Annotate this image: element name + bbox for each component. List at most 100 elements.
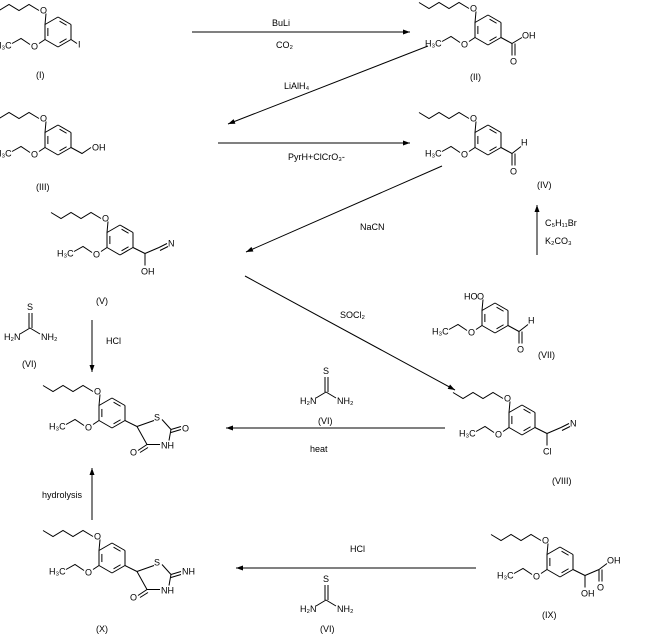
sulfur-atom: S <box>323 366 329 376</box>
ring-double-bond <box>561 550 569 556</box>
bond <box>92 565 100 570</box>
compound-label: (II) <box>470 72 481 82</box>
ring-bond <box>474 37 489 46</box>
oxygen-atom: O <box>510 57 517 67</box>
ethyl-chain <box>513 567 533 575</box>
hydrogen-atom: H <box>521 138 528 148</box>
bond <box>38 147 46 152</box>
reagent-label: BuLi <box>272 18 290 28</box>
hydroxyl-group: OH <box>607 556 621 566</box>
pentyl-chain <box>50 211 102 220</box>
ring-bond <box>487 124 502 133</box>
bond <box>540 569 548 574</box>
oxygen-atom: O <box>468 328 475 338</box>
bond <box>161 564 172 575</box>
oxygen-atom: O <box>94 532 101 542</box>
bond <box>139 592 149 598</box>
oxygen-atom: O <box>85 423 92 433</box>
bond <box>137 589 148 596</box>
bond <box>468 37 476 42</box>
bond <box>170 574 182 578</box>
amino-group: NH₂ <box>337 604 354 614</box>
methyl-group: H₃C <box>0 41 12 51</box>
oxygen-atom: O <box>40 6 47 16</box>
methyl-group: H₃C <box>57 249 74 259</box>
ring-bond <box>119 247 134 256</box>
compound-I: OOH₃CI(I) <box>0 3 81 80</box>
ring-double-bond <box>496 306 504 312</box>
methyl-group: H₃C <box>49 567 66 577</box>
reagent-label: HCl <box>106 336 121 346</box>
bond <box>38 39 46 44</box>
bond <box>546 543 549 555</box>
arrowhead-icon <box>403 29 410 35</box>
compound-label: (IV) <box>537 180 552 190</box>
ethyl-chain <box>475 425 495 433</box>
pentyl-chain <box>418 1 470 10</box>
arrowhead-icon <box>447 384 455 390</box>
ring-double-bond <box>59 20 67 26</box>
ethyl-chain <box>65 563 85 571</box>
arrowhead-icon <box>89 468 95 475</box>
nh-group: NH <box>161 586 174 596</box>
arrowhead-icon <box>89 365 95 372</box>
ring-double-bond <box>561 568 569 574</box>
bond <box>511 37 523 44</box>
ring-bond <box>559 546 574 555</box>
ring-bond <box>98 397 113 406</box>
oxygen-atom: O <box>542 536 549 546</box>
nitrile-nitrogen: N <box>570 419 577 429</box>
bond <box>44 121 47 133</box>
ring-double-bond <box>489 146 497 152</box>
ring-double-bond <box>59 128 67 134</box>
reagent-label: C₅H₁₁Br <box>545 218 577 228</box>
ring-bond <box>57 147 72 156</box>
hydroxyl-group: OH <box>141 267 155 277</box>
ring-bond <box>521 404 536 413</box>
compound-label: (VI) <box>320 624 335 634</box>
ring-bond <box>481 325 496 334</box>
ring-double-bond <box>523 426 531 432</box>
hydroxyl-group: HO <box>464 292 478 302</box>
amino-group: H₂N <box>300 396 317 406</box>
chlorine-atom: Cl <box>543 447 552 457</box>
oxygen-atom: O <box>40 114 47 124</box>
bond <box>44 13 47 25</box>
ring-double-bond <box>113 546 121 552</box>
ethyl-chain <box>441 35 461 43</box>
reagent-label: NaCN <box>360 222 385 232</box>
bond <box>474 11 477 23</box>
ring-double-bond <box>496 324 504 330</box>
bond <box>136 571 148 590</box>
hydroxyl-group: OH <box>581 589 595 599</box>
bond <box>170 571 182 575</box>
ring-bond <box>508 427 523 436</box>
reagent-label: SOCl₂ <box>340 310 366 320</box>
ring-bond <box>474 14 489 23</box>
oxygen-atom: O <box>85 568 92 578</box>
reagent-label: CO₂ <box>276 40 294 50</box>
nh-group: NH <box>161 441 174 451</box>
ring-bond <box>521 427 536 436</box>
ring-bond <box>98 565 113 574</box>
ring-bond <box>487 37 502 46</box>
bond <box>572 569 586 576</box>
compound-label: (VI) <box>318 416 333 426</box>
hydroxyl-group: OH <box>522 31 536 41</box>
arrowhead-icon <box>534 205 540 212</box>
ring-double-bond <box>523 408 531 414</box>
bond <box>106 221 109 233</box>
ring-double-bond <box>113 419 121 425</box>
hydrogen-atom: H <box>528 316 535 326</box>
imine-group: NH <box>182 567 195 577</box>
amino-group: NH₂ <box>41 332 58 342</box>
arrowhead-icon <box>403 140 410 146</box>
bond <box>325 391 337 399</box>
